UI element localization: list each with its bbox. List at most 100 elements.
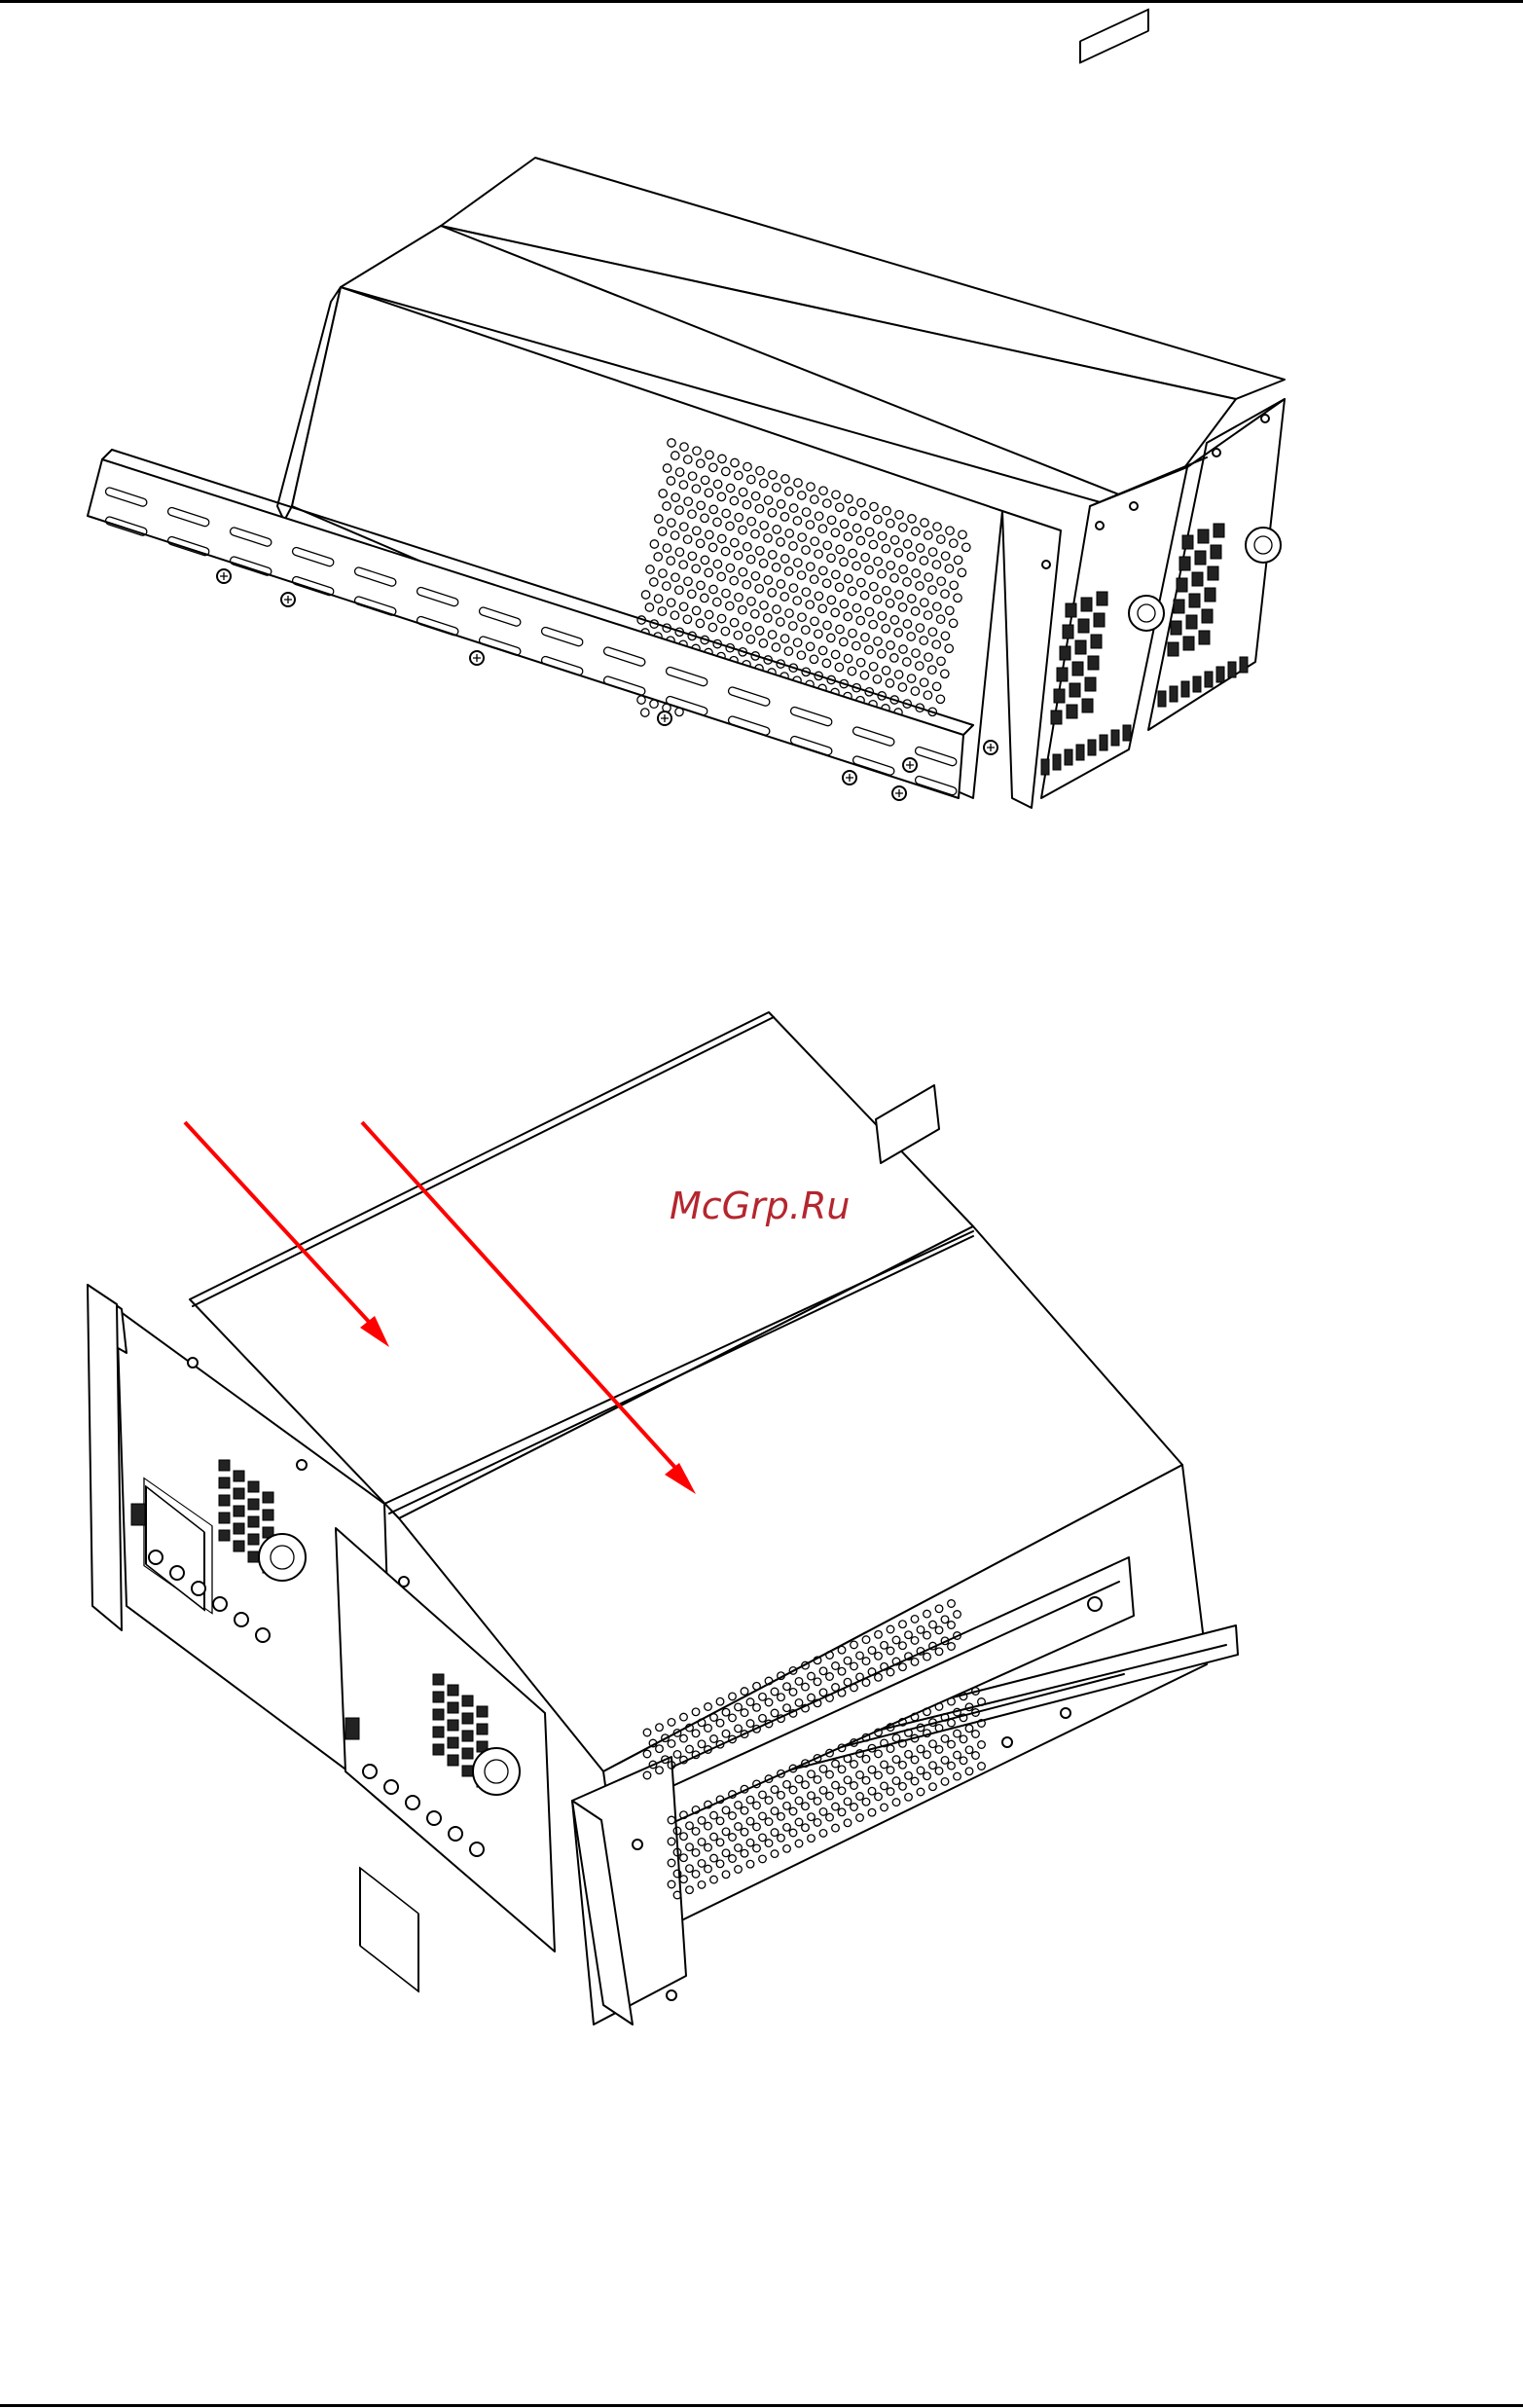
key-button <box>1199 631 1210 644</box>
key-button <box>1202 609 1213 623</box>
key-button <box>448 1702 458 1713</box>
screw-icon <box>188 1358 198 1368</box>
terminal <box>1205 672 1213 687</box>
key-button <box>1186 615 1197 629</box>
key-button <box>1192 572 1203 586</box>
terminal <box>427 1811 441 1825</box>
terminal <box>1041 759 1049 775</box>
key-button <box>263 1492 273 1503</box>
display-window <box>1080 10 1148 63</box>
key-button <box>1214 524 1224 537</box>
key-button <box>1075 640 1086 654</box>
knob-icon <box>259 1534 306 1581</box>
knob-icon <box>1129 596 1164 631</box>
key-button <box>448 1685 458 1696</box>
panel-dot <box>1042 561 1050 568</box>
watermark: McGrp.Ru <box>670 1185 850 1227</box>
terminal <box>1076 745 1084 760</box>
key-button <box>1208 566 1218 580</box>
key-button <box>234 1541 244 1551</box>
key-button <box>234 1471 244 1481</box>
terminal <box>213 1597 227 1611</box>
screw-icon <box>667 1990 676 2000</box>
key-button <box>219 1478 230 1488</box>
terminal <box>1216 667 1224 682</box>
key-button <box>219 1530 230 1541</box>
rack-ear-left-flange <box>88 1285 122 1630</box>
key-button <box>1094 613 1105 627</box>
panel-dot <box>1096 522 1104 529</box>
screw-icon <box>1061 1708 1070 1718</box>
terminal <box>1053 754 1061 770</box>
key-button <box>1189 594 1200 607</box>
key-button <box>448 1737 458 1748</box>
key-button <box>1205 588 1215 602</box>
key-button <box>1182 535 1193 549</box>
terminal <box>235 1613 248 1626</box>
key-button <box>234 1523 244 1534</box>
key-button <box>433 1727 444 1737</box>
key-button <box>1177 578 1187 592</box>
key-button <box>1183 637 1194 650</box>
key-button <box>1179 557 1190 570</box>
key-button <box>1198 529 1209 543</box>
terminal <box>1111 730 1119 746</box>
key-button <box>1060 646 1070 660</box>
key-button <box>462 1766 473 1776</box>
key-button <box>219 1495 230 1506</box>
vent-hole <box>641 709 649 716</box>
key-button <box>248 1481 259 1492</box>
key-button <box>462 1713 473 1724</box>
knob-icon <box>473 1748 520 1795</box>
panel-dot <box>1261 415 1269 422</box>
terminal <box>384 1780 398 1794</box>
terminal <box>1088 740 1096 755</box>
key-button <box>1078 619 1089 633</box>
screw-icon <box>297 1460 307 1470</box>
key-button <box>248 1551 259 1562</box>
key-button <box>1195 551 1206 565</box>
key-button <box>1088 656 1099 670</box>
screw-icon <box>1002 1737 1012 1747</box>
figure-1-bracket-attach <box>88 0 1285 808</box>
key-button <box>1063 625 1073 638</box>
key-button <box>1085 677 1096 691</box>
key-button <box>1091 635 1102 648</box>
key-button <box>462 1748 473 1759</box>
key-button <box>1067 705 1077 718</box>
panel-dot <box>1130 502 1138 510</box>
display-window <box>360 1868 418 1991</box>
key-button <box>1051 711 1062 724</box>
key-button <box>234 1488 244 1499</box>
key-button <box>234 1506 244 1516</box>
key-button <box>1171 621 1181 635</box>
key-button <box>248 1534 259 1545</box>
rear-bracket-2 <box>876 1085 939 1163</box>
power-switch <box>345 1718 359 1739</box>
terminal <box>449 1827 462 1841</box>
key-button <box>248 1516 259 1527</box>
terminal <box>1100 735 1107 750</box>
key-button <box>448 1720 458 1731</box>
knob-icon <box>1246 528 1281 563</box>
terminal <box>1170 686 1178 702</box>
terminal <box>1123 725 1131 741</box>
key-button <box>219 1513 230 1523</box>
terminal <box>406 1796 419 1809</box>
key-button <box>433 1692 444 1702</box>
key-button <box>462 1731 473 1741</box>
key-button <box>462 1696 473 1706</box>
terminal <box>256 1628 270 1642</box>
key-button <box>477 1706 488 1717</box>
key-button <box>1211 545 1221 559</box>
terminal <box>149 1551 163 1564</box>
key-button <box>1174 600 1184 613</box>
terminal <box>470 1842 484 1856</box>
key-button <box>248 1499 259 1510</box>
key-button <box>433 1709 444 1720</box>
key-button <box>433 1674 444 1685</box>
terminal <box>1240 657 1248 673</box>
terminal <box>170 1566 184 1580</box>
